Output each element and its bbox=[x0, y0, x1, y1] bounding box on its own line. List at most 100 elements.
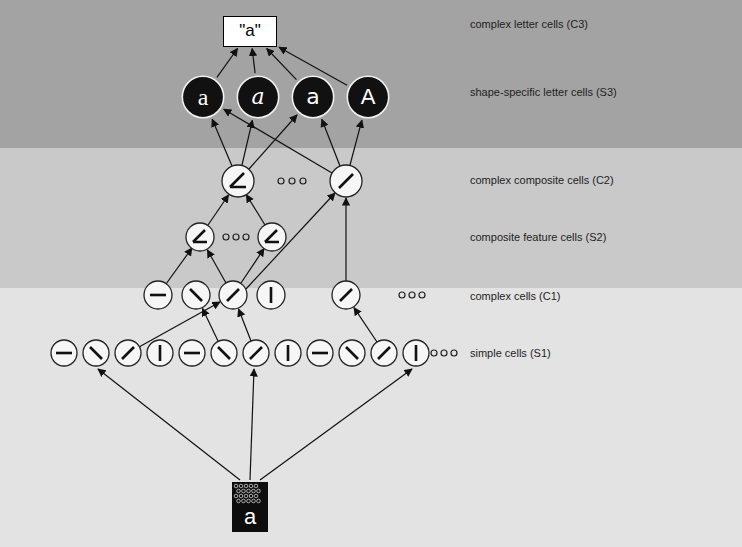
simple-cell bbox=[403, 340, 429, 366]
band-bottom bbox=[0, 288, 742, 547]
feed-arrow bbox=[166, 248, 192, 284]
feed-arrow bbox=[350, 120, 362, 165]
grid-dot bbox=[254, 494, 258, 498]
grid-dot bbox=[249, 484, 253, 488]
feed-arrow bbox=[241, 249, 264, 283]
feed-arrow bbox=[345, 198, 346, 281]
feed-arrow bbox=[208, 195, 229, 225]
band-middle bbox=[0, 148, 742, 288]
ellipsis-dot bbox=[223, 234, 229, 240]
simple-cell bbox=[339, 340, 365, 366]
ellipsis-dot bbox=[289, 178, 295, 184]
grid-dot bbox=[242, 499, 246, 503]
composite-cell bbox=[258, 223, 286, 251]
orientation-bar bbox=[90, 347, 102, 359]
feed-arrow bbox=[98, 369, 240, 480]
pixel-grid bbox=[232, 482, 262, 504]
letter-box: "a" bbox=[223, 16, 277, 47]
ellipsis-dot bbox=[451, 350, 457, 356]
orientation-bar bbox=[250, 347, 262, 359]
node-text: a bbox=[306, 85, 319, 109]
simple-cell bbox=[371, 340, 397, 366]
feed-arrow bbox=[242, 120, 252, 165]
grid-dot bbox=[244, 494, 248, 498]
feed-arrow bbox=[249, 115, 297, 169]
cell-disc bbox=[182, 76, 223, 117]
complex-cell bbox=[332, 281, 360, 309]
complex-cell bbox=[219, 281, 247, 309]
orientation-bar bbox=[312, 352, 328, 355]
grid-dot bbox=[242, 489, 246, 493]
ellipsis-dot bbox=[419, 292, 425, 298]
orientation-bar bbox=[218, 347, 230, 359]
simple-cell bbox=[83, 340, 109, 366]
band-top bbox=[0, 0, 742, 148]
orientation-bar bbox=[56, 352, 72, 355]
orientation-bar bbox=[150, 294, 166, 297]
letter-cell: a bbox=[291, 75, 335, 119]
feed-arrow bbox=[212, 119, 232, 166]
feed-arrow bbox=[239, 309, 252, 341]
simple-cell bbox=[147, 340, 173, 366]
ellipsis-dot bbox=[399, 292, 405, 298]
layer-label: simple cells (S1) bbox=[470, 346, 551, 360]
node-text: A bbox=[361, 85, 376, 109]
ellipsis-dot bbox=[441, 350, 447, 356]
angle-symbol bbox=[265, 230, 279, 242]
complex-composite-cell bbox=[222, 165, 254, 197]
layer-label: composite feature cells (S2) bbox=[470, 230, 606, 244]
grid-dot bbox=[239, 484, 243, 488]
angle-symbol bbox=[230, 173, 246, 187]
layer-label: complex letter cells (C3) bbox=[470, 17, 588, 31]
orientation-bar bbox=[378, 347, 390, 359]
cell-disc bbox=[347, 76, 388, 117]
grid-dot bbox=[244, 484, 248, 488]
orientation-bar bbox=[287, 345, 290, 361]
input-image: a bbox=[232, 482, 268, 532]
simple-cell bbox=[243, 340, 269, 366]
complex-cell bbox=[144, 281, 172, 309]
feed-arrow bbox=[139, 302, 220, 347]
layer-label: shape-specific letter cells (S3) bbox=[470, 85, 617, 99]
orientation-bar bbox=[227, 289, 239, 301]
grid-dot bbox=[257, 499, 261, 503]
ellipsis-dot bbox=[431, 350, 437, 356]
grid-dot bbox=[254, 484, 258, 488]
feed-arrow bbox=[203, 309, 219, 342]
grid-dot bbox=[234, 484, 238, 488]
complex-cell bbox=[182, 281, 210, 309]
simple-cell bbox=[51, 340, 77, 366]
simple-cell bbox=[307, 340, 333, 366]
simple-cell bbox=[211, 340, 237, 366]
feed-arrow bbox=[246, 195, 265, 225]
grid-dot bbox=[247, 489, 251, 493]
orientation-bar bbox=[122, 347, 134, 359]
node-text: a bbox=[251, 85, 264, 109]
angle-symbol bbox=[193, 230, 207, 242]
feed-arrow bbox=[224, 109, 332, 173]
complex-composite-cell bbox=[330, 165, 362, 197]
simple-cell bbox=[115, 340, 141, 366]
grid-dot bbox=[247, 499, 251, 503]
ellipsis-dot bbox=[278, 178, 284, 184]
letter-cell: A bbox=[346, 75, 390, 119]
feed-arrow bbox=[260, 369, 412, 480]
grid-dot bbox=[249, 494, 253, 498]
node-text: a bbox=[198, 84, 209, 110]
layer-label: complex composite cells (C2) bbox=[470, 173, 614, 187]
orientation-bar bbox=[270, 287, 273, 303]
simple-cell bbox=[275, 340, 301, 366]
composite-cell bbox=[186, 223, 214, 251]
orientation-bar bbox=[159, 345, 162, 361]
connector-arrow bbox=[267, 49, 297, 80]
ellipsis-dot bbox=[409, 292, 415, 298]
letter-cell: a bbox=[181, 75, 225, 119]
orientation-bar bbox=[190, 289, 202, 301]
orientation-bar bbox=[339, 174, 353, 188]
feed-arrow bbox=[250, 369, 254, 480]
orientation-bar bbox=[415, 345, 418, 361]
grid-dot bbox=[237, 489, 241, 493]
grid-dot bbox=[252, 489, 256, 493]
feed-arrow bbox=[246, 193, 335, 289]
